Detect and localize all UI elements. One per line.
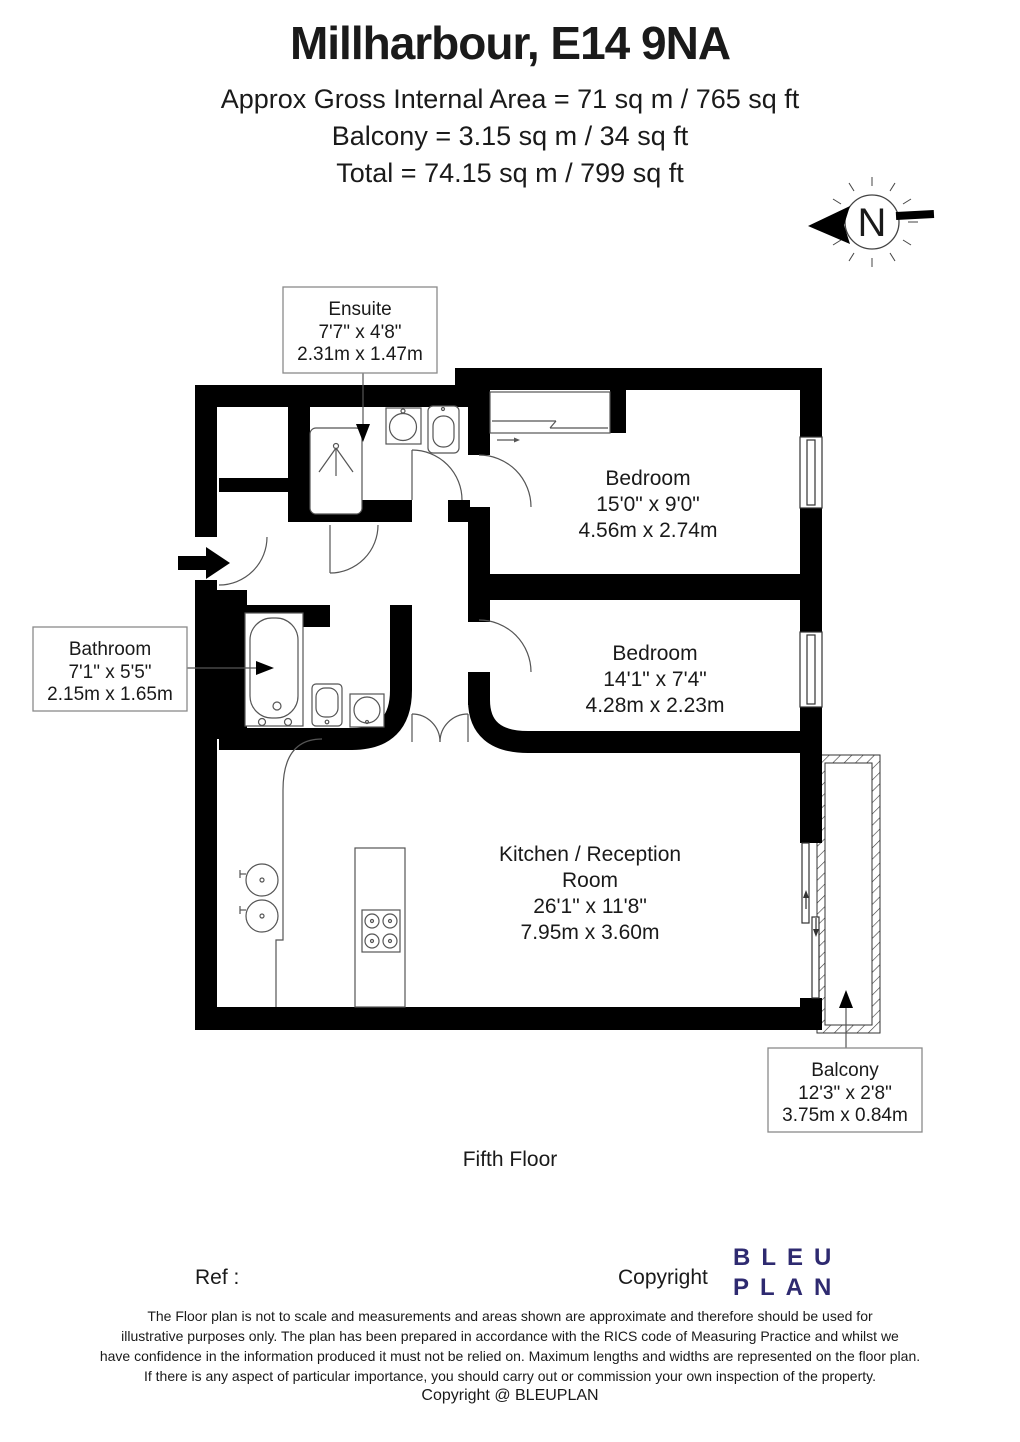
bedroom1-metric: 4.56m x 2.74m (579, 519, 718, 542)
kitchen-name-line1: Kitchen / Reception (499, 843, 681, 866)
bathroom-callout: Bathroom 7'1" x 5'5" 2.15m x 1.65m (32, 626, 188, 712)
logo-line2: PLAN (733, 1274, 843, 1301)
ensuite-imperial: 7'7" x 4'8" (318, 322, 401, 343)
ensuite-callout: Ensuite 7'7" x 4'8" 2.31m x 1.47m (282, 286, 438, 374)
wardrobe (489, 391, 611, 443)
doors (218, 449, 532, 743)
ensuite-door (411, 449, 463, 501)
disclaimer-line: have confidence in the information produ… (99, 1348, 921, 1364)
windows (799, 436, 823, 708)
gross-internal-area: Approx Gross Internal Area = 71 sq m / 7… (220, 84, 800, 114)
disclaimer-text: The Floor plan is not to scale and measu… (30, 1306, 990, 1386)
disclaimer-line: The Floor plan is not to scale and measu… (147, 1308, 873, 1324)
balcony-metric: 3.75m x 0.84m (782, 1105, 908, 1126)
disclaimer-line: illustrative purposes only. The plan has… (121, 1328, 899, 1344)
ensuite-basin (385, 407, 422, 445)
bedroom1-door-arc (478, 454, 532, 508)
bedroom1-imperial: 15'0" x 9'0" (596, 493, 700, 516)
kitchen-counter (275, 738, 323, 1007)
bathroom-name: Bathroom (69, 639, 151, 660)
ensuite-metric: 2.31m x 1.47m (297, 344, 423, 365)
disclaimer-line: If there is any aspect of particular imp… (144, 1368, 876, 1384)
ensuite-toilet (427, 405, 460, 454)
ref-label: Ref : (195, 1266, 240, 1289)
bedroom2-name: Bedroom (612, 642, 697, 665)
bedroom2-window (799, 631, 823, 708)
bathroom-toilet (311, 683, 343, 727)
balcony-enclosure (816, 754, 881, 1034)
kitchen-imperial: 26'1" x 11'8" (533, 895, 647, 918)
bathtub (244, 612, 304, 727)
fixtures (239, 391, 611, 1008)
shower (309, 427, 363, 515)
balcony-imperial: 12'3" x 2'8" (798, 1083, 892, 1104)
room-labels: Bedroom 15'0" x 9'0" 4.56m x 2.74m Bedro… (499, 467, 725, 944)
copyright-label: Copyright (618, 1266, 708, 1289)
north-letter: N (858, 201, 887, 245)
bleuplan-logo: BLEU PLAN (733, 1243, 842, 1303)
ensuite-name: Ensuite (328, 299, 391, 320)
north-arrow: N (808, 177, 935, 267)
kitchen-sinks (239, 863, 279, 933)
balcony-area: Balcony = 3.15 sq m / 34 sq ft (331, 121, 689, 151)
entrance-door-arc (218, 536, 268, 586)
bathroom-metric: 2.15m x 1.65m (47, 684, 173, 705)
bedroom2-door-arc (478, 619, 532, 673)
bathroom-basin (349, 693, 385, 728)
total-area: Total = 74.15 sq m / 799 sq ft (336, 158, 684, 188)
bedroom2-metric: 4.28m x 2.23m (586, 694, 725, 717)
logo-line1: BLEU (733, 1244, 843, 1271)
kitchen-metric: 7.95m x 3.60m (521, 921, 660, 944)
kitchen-name-line2: Room (562, 869, 618, 892)
north-arrowhead (808, 206, 850, 244)
floor-label: Fifth Floor (462, 1148, 558, 1171)
bedroom1-name: Bedroom (605, 467, 690, 490)
bedroom2-imperial: 14'1" x 7'4" (603, 668, 707, 691)
kitchen-island (354, 847, 406, 1008)
balcony-name: Balcony (811, 1060, 879, 1081)
balcony-sliding-door (801, 842, 820, 999)
copyright-line: Copyright @ BLEUPLAN (421, 1387, 599, 1404)
kitchen-double-doors (411, 713, 469, 743)
entrance-arrow (178, 547, 230, 579)
callout-leaders (187, 373, 853, 1048)
bathroom-imperial: 7'1" x 5'5" (68, 662, 151, 683)
balcony-callout: Balcony 12'3" x 2'8" 3.75m x 0.84m (767, 1047, 923, 1133)
page-title: Millharbour, E14 9NA (289, 17, 731, 69)
bedroom1-window (799, 436, 823, 509)
hallway-door (329, 524, 379, 574)
